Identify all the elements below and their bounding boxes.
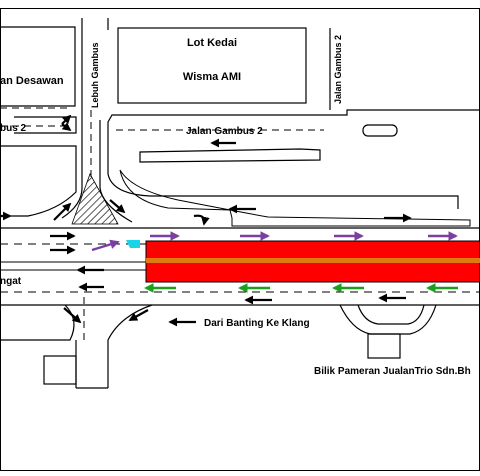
showroom-lay-by-inner bbox=[357, 304, 425, 325]
u-turn-arrow bbox=[193, 214, 210, 226]
dashed-centrelines bbox=[0, 50, 331, 340]
showroom-building bbox=[367, 333, 401, 359]
left-upper-curb bbox=[14, 116, 77, 134]
left-road-label: ngat bbox=[0, 276, 22, 287]
lot-kedai-label: Lot Kedai bbox=[187, 37, 237, 49]
gambus-2-pill bbox=[362, 124, 398, 137]
black-direction-arrow bbox=[53, 202, 72, 221]
slip-road-island bbox=[119, 169, 471, 227]
purple-arrows bbox=[91, 231, 458, 252]
jalan-gambus-2-label: Jalan Gambus 2 bbox=[186, 126, 263, 137]
median-island bbox=[139, 148, 321, 163]
black-direction-arrow bbox=[109, 199, 126, 214]
wisma-ami-label: Wisma AMI bbox=[183, 71, 241, 83]
jalan-gambus-2-vertical-label: Jalan Gambus 2 bbox=[333, 35, 343, 104]
lebuh-gambus-label: Lebuh Gambus bbox=[90, 42, 100, 108]
lower-stem-right bbox=[107, 304, 153, 388]
east-block bbox=[107, 109, 480, 209]
small-building bbox=[43, 355, 77, 385]
desawan-label: an Desawan bbox=[0, 75, 64, 87]
dari-banting-label: Dari Banting Ke Klang bbox=[204, 318, 310, 329]
building-blocks bbox=[0, 26, 480, 227]
showroom-lay-by bbox=[339, 304, 437, 335]
black-arrows bbox=[0, 114, 412, 327]
desawan-block bbox=[0, 26, 76, 107]
lower-left-curb bbox=[0, 304, 75, 341]
lot-kedai-block bbox=[117, 27, 307, 104]
lebuh-gambus-road bbox=[61, 18, 133, 223]
lower-section bbox=[0, 304, 437, 389]
black-direction-arrow bbox=[63, 307, 82, 324]
purple-direction-arrow bbox=[91, 239, 120, 252]
black-direction-arrow bbox=[128, 309, 149, 321]
cyan-marker bbox=[126, 240, 140, 248]
divider-strip bbox=[146, 258, 480, 263]
left-gambus-2-label: bus 2 bbox=[0, 123, 27, 134]
hatched-island bbox=[71, 173, 119, 225]
bilik-pameran-label: Bilik Pameran JualanTrio Sdn.Bh bbox=[314, 366, 471, 377]
black-direction-arrow bbox=[61, 122, 72, 132]
left-curb bbox=[0, 145, 77, 217]
